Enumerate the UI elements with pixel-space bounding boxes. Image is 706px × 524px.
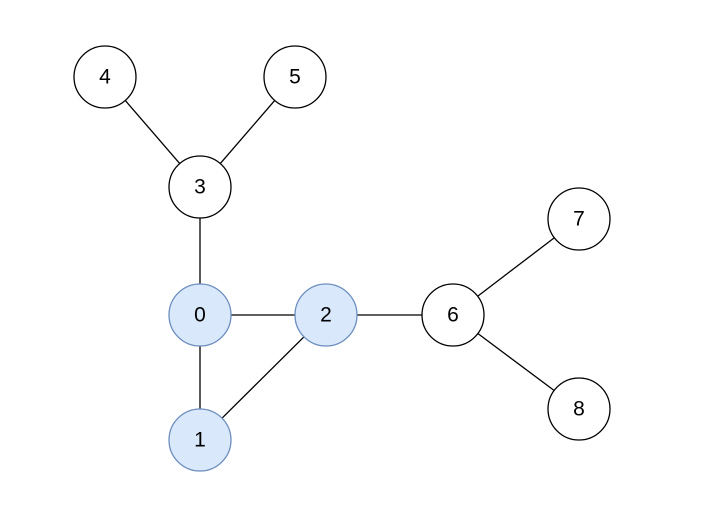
edge-1-2 [221,336,305,419]
node-6: 6 [421,283,485,347]
edge-4-3 [124,100,181,164]
edge-6-8 [477,333,555,391]
node-circle-5 [263,45,327,109]
node-label-1: 1 [194,429,206,452]
node-3: 3 [168,155,232,219]
node-circle-8 [547,377,611,441]
node-5: 5 [263,45,327,109]
node-7: 7 [547,187,611,251]
node-circle-2 [294,283,358,347]
node-circle-7 [547,187,611,251]
node-label-4: 4 [99,66,111,89]
node-0: 0 [168,283,232,347]
nodes-layer: 0 1 2 3 4 5 6 7 8 [73,45,611,472]
node-circle-0 [168,283,232,347]
node-label-5: 5 [289,66,301,89]
node-label-6: 6 [447,304,459,327]
node-label-0: 0 [194,304,206,327]
node-2: 2 [294,283,358,347]
edge-5-3 [219,100,276,164]
node-8: 8 [547,377,611,441]
node-1: 1 [168,408,232,472]
node-label-2: 2 [320,304,332,327]
node-label-8: 8 [573,398,585,421]
node-circle-6 [421,283,485,347]
node-circle-4 [73,45,137,109]
node-circle-3 [168,155,232,219]
node-label-7: 7 [573,208,585,231]
node-circle-1 [168,408,232,472]
node-label-3: 3 [194,176,206,199]
node-4: 4 [73,45,137,109]
edges-layer [124,100,555,419]
edge-6-7 [477,237,555,297]
